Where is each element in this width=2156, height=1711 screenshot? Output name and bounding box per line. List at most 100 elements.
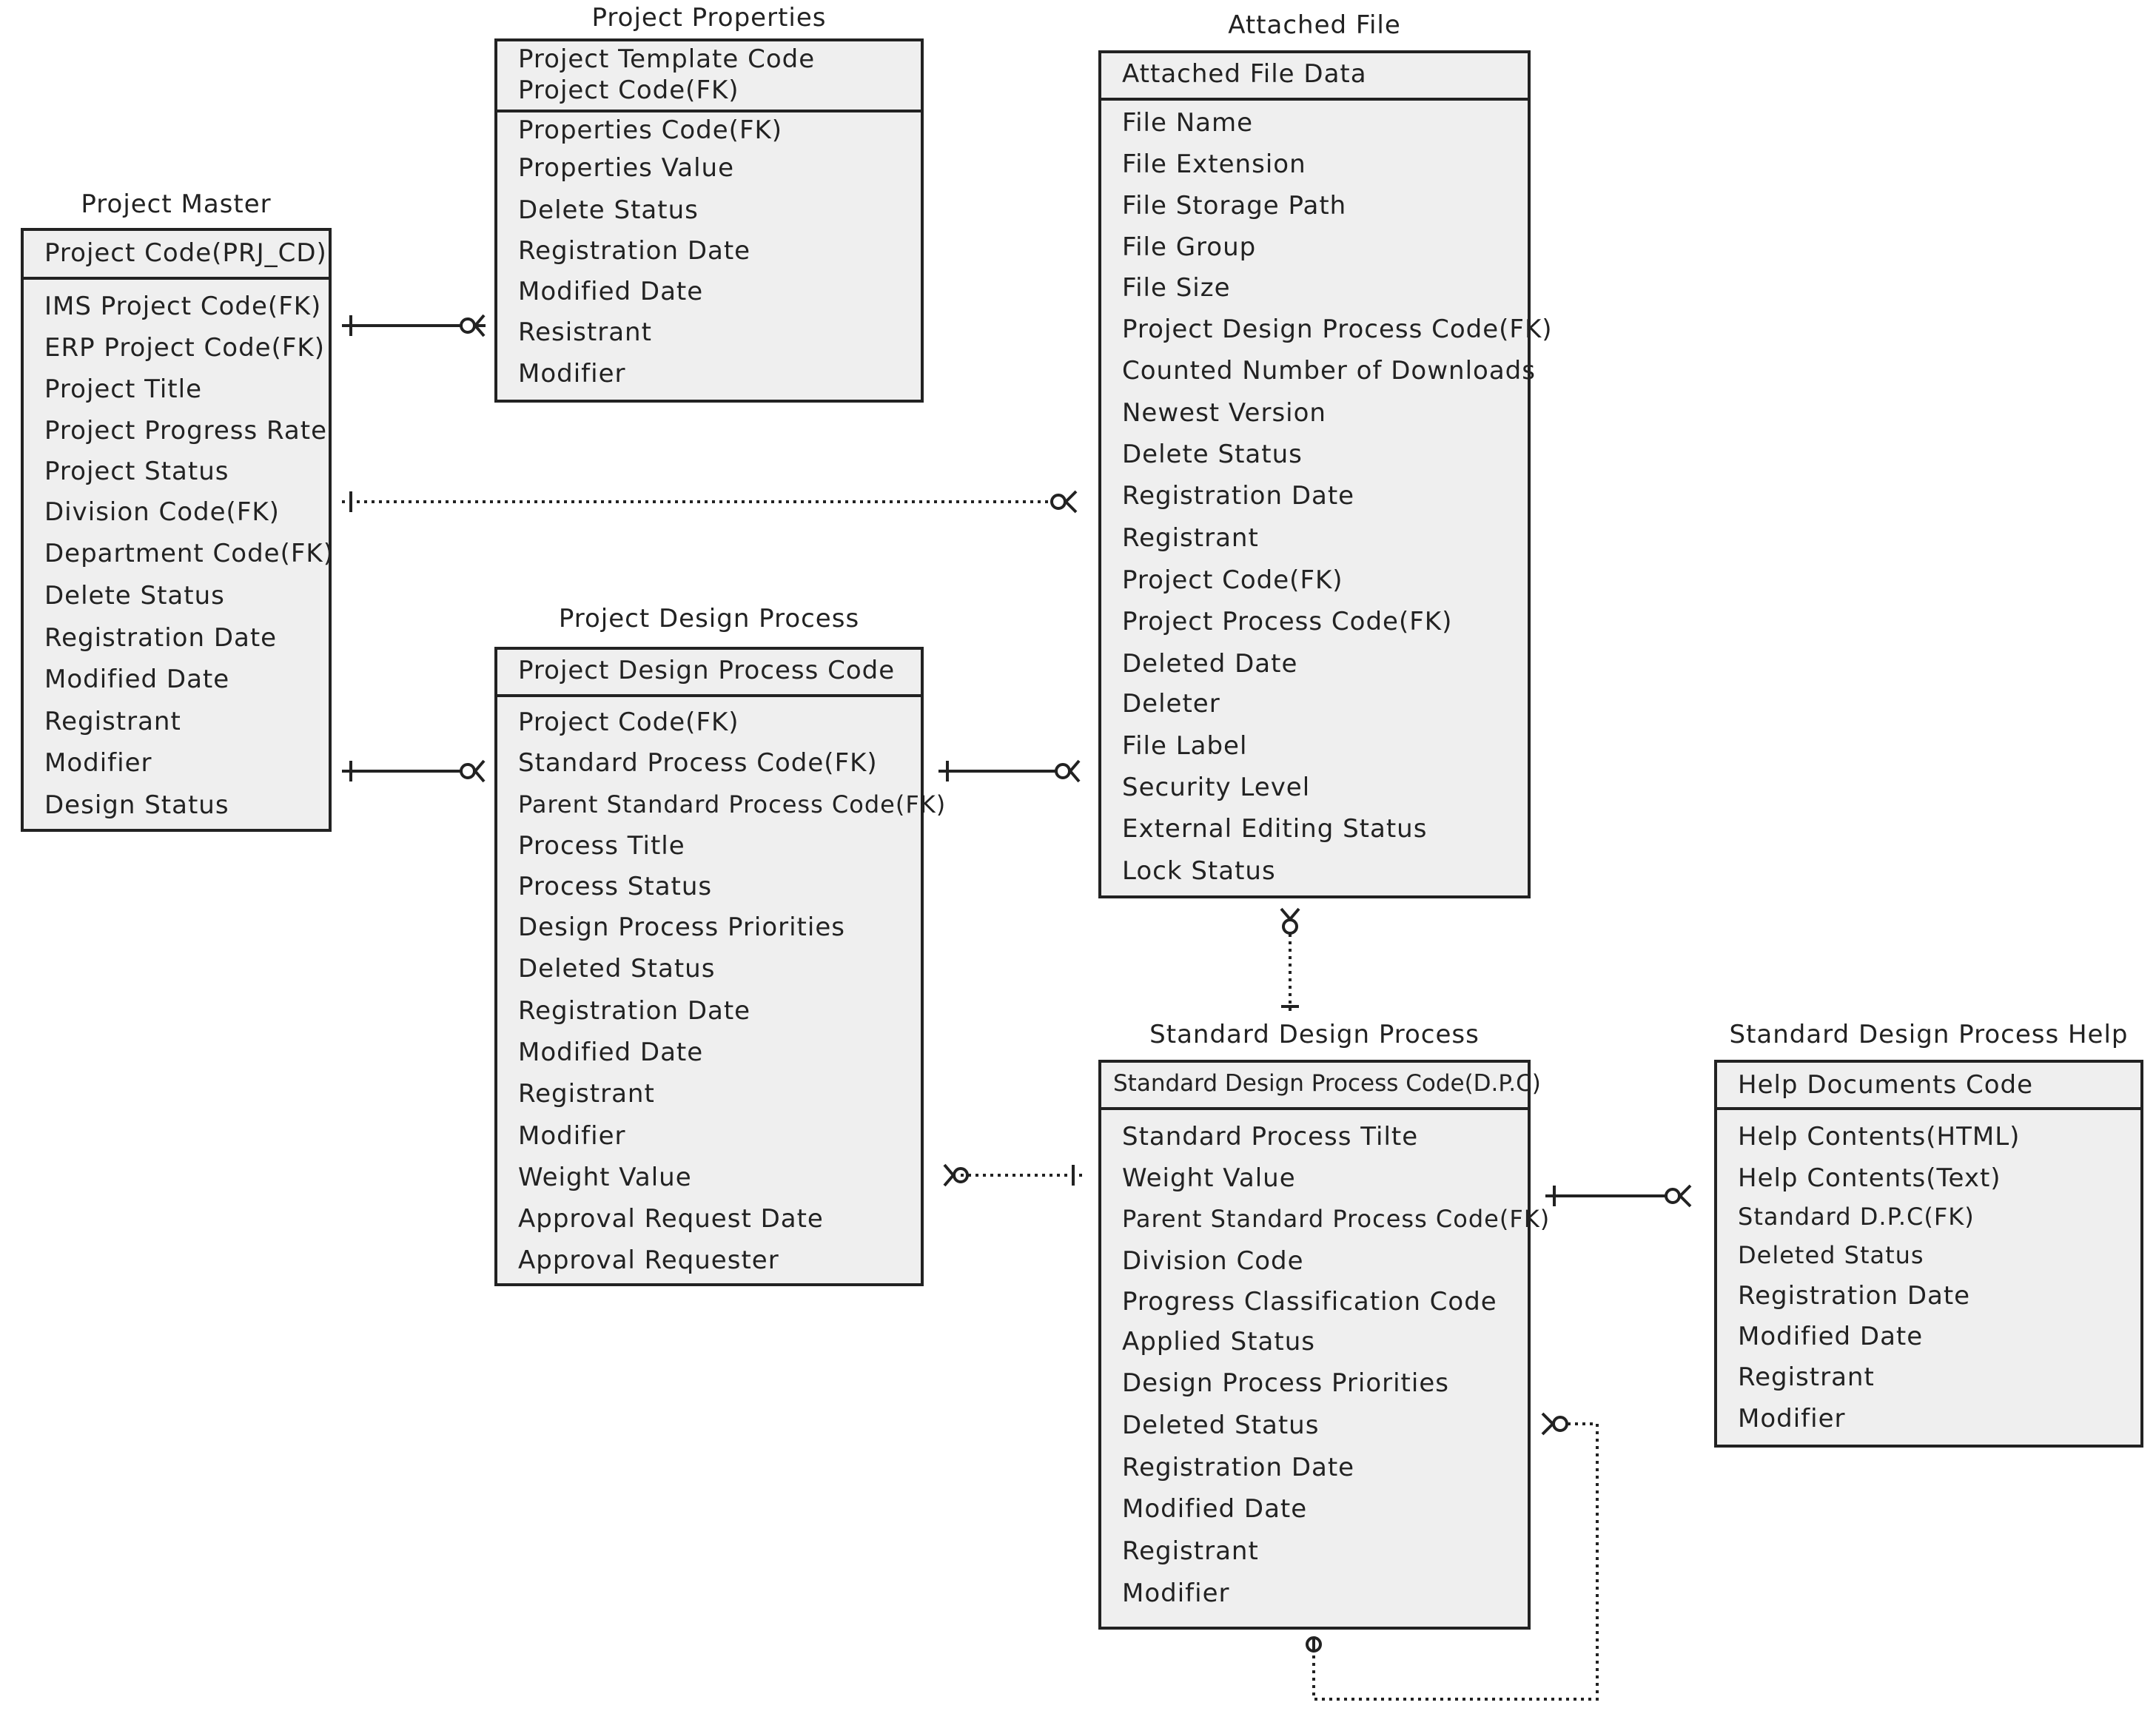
attribute: Registration Date [44,623,278,653]
attribute: Registrant [1122,1536,1259,1566]
attribute: Registration Date [1122,1453,1355,1482]
attribute: File Name [1122,108,1254,138]
attribute: Department Code(FK) [44,539,334,568]
attribute: Applied Status [1122,1327,1315,1357]
attribute: Help Contents(Text) [1738,1163,2001,1193]
project-properties-title: Project Properties [591,3,827,33]
attribute: Registration Date [1738,1281,1971,1311]
relationship-master-attached-file [342,490,1078,514]
attribute: Standard D.P.C(FK) [1738,1203,1975,1231]
primary-key-field: Help Documents Code [1738,1070,2034,1100]
attribute: File Label [1122,731,1248,761]
primary-key-field: Project Template Code [518,44,816,74]
attribute: Project Title [44,374,202,404]
attribute: Modified Date [1738,1322,1924,1351]
attribute: Deleter [1122,689,1220,719]
attribute: File Extension [1122,149,1306,179]
project-master-title: Project Master [81,189,272,219]
attribute: Modifier [518,1121,626,1151]
relationship-design-process-attached-file [938,759,1081,783]
attribute: Counted Number of Downloads [1122,356,1536,386]
relationship-standard-attached-file [1280,907,1300,1015]
primary-key-field: Project Design Process Code [518,656,896,685]
attribute: Division Code [1122,1246,1304,1276]
attribute: Design Process Priorities [1122,1368,1449,1398]
primary-key-field: Project Code(PRJ_CD) [44,238,327,268]
entity-standard-design-process-help[interactable]: Help Documents Code Help Contents(HTML) … [1714,1060,2143,1448]
relationship-standard-help [1545,1184,1692,1208]
attribute: Project Code(FK) [518,707,739,737]
attribute: Project Status [44,457,229,486]
foreign-key-field: Project Code(FK) [518,75,739,105]
attribute: IMS Project Code(FK) [44,292,322,321]
attribute: Design Status [44,790,229,820]
attribute: File Storage Path [1122,191,1347,221]
attribute: Deleted Status [518,954,716,984]
primary-key-field: Standard Design Process Code(D.P.C) [1113,1070,1541,1097]
standard-design-process-help-title: Standard Design Process Help [1729,1020,2129,1049]
attribute: Delete Status [518,195,699,225]
attribute: Project Progress Rate [44,416,328,446]
relationship-master-design-process [342,759,486,783]
attribute: Resistrant [518,317,652,347]
attribute: Modified Date [518,1038,704,1067]
attribute: Properties Code(FK) [518,115,783,145]
attribute: Modifier [1738,1404,1846,1433]
attribute: Newest Version [1122,398,1326,428]
entity-project-master[interactable]: Project Code(PRJ_CD) IMS Project Code(FK… [21,228,334,832]
attribute: Properties Value [518,153,735,183]
relationship-standard-design-process [943,1163,1084,1187]
attribute: Design Process Priorities [518,912,845,942]
attribute: Modifier [1122,1579,1230,1608]
attribute: File Group [1122,232,1257,262]
attribute: Delete Status [44,581,225,611]
attribute: File Size [1122,273,1231,303]
attribute: Help Contents(HTML) [1738,1122,2021,1152]
attribute: Modifier [44,748,152,778]
relationship-master-properties [342,314,486,337]
attribute: Standard Process Tilte [1122,1122,1419,1152]
attribute: Process Status [518,872,713,901]
attribute: Project Process Code(FK) [1122,607,1453,636]
attribute: Lock Status [1122,856,1276,886]
attribute: Modifier [518,359,626,389]
attribute: ERP Project Code(FK) [44,333,325,363]
project-design-process-title: Project Design Process [558,604,860,633]
entity-project-design-process[interactable]: Project Design Process Code Project Code… [494,647,945,1286]
attribute: Registrant [1122,523,1259,553]
entity-attached-file[interactable]: Attached File Data File Name File Extens… [1098,50,1552,898]
attribute: Registrant [518,1079,655,1109]
attribute: Delete Status [1122,440,1303,469]
attribute: Weight Value [1122,1163,1296,1193]
attribute: Modified Date [44,665,230,694]
attribute: Modified Date [1122,1494,1308,1524]
attribute: Project Code(FK) [1122,565,1343,595]
attribute: Division Code(FK) [44,497,280,527]
entity-project-properties[interactable]: Project Template Code Project Code(FK) P… [494,38,924,403]
attribute: Parent Standard Process Code(FK) [1122,1205,1551,1233]
attached-file-title: Attached File [1228,10,1401,40]
primary-key-field: Attached File Data [1122,59,1367,89]
attribute: Project Design Process Code(FK) [1122,315,1553,344]
attribute: Security Level [1122,773,1311,802]
attribute: Parent Standard Process Code(FK) [518,790,947,818]
entity-standard-design-process[interactable]: Standard Design Process Code(D.P.C) Stan… [1098,1060,1549,1630]
relationship-standard-self [1306,1412,1599,1701]
attribute: Deleted Date [1122,649,1298,679]
attribute: Registrant [44,707,181,736]
attribute: Progress Classification Code [1122,1287,1497,1317]
attribute: Deleted Status [1738,1241,1924,1269]
attribute: Approval Requester [518,1246,779,1275]
standard-design-process-title: Standard Design Process [1149,1020,1480,1049]
attribute: Standard Process Code(FK) [518,748,878,778]
attribute: Modified Date [518,277,704,306]
attribute: Process Title [518,831,685,861]
attribute: Registrant [1738,1362,1875,1392]
attribute: Approval Request Date [518,1204,824,1234]
attribute: Registration Date [518,996,751,1026]
attribute: Deleted Status [1122,1411,1320,1440]
attribute: Registration Date [518,236,751,266]
attribute: External Editing Status [1122,814,1428,844]
attribute: Registration Date [1122,481,1355,511]
